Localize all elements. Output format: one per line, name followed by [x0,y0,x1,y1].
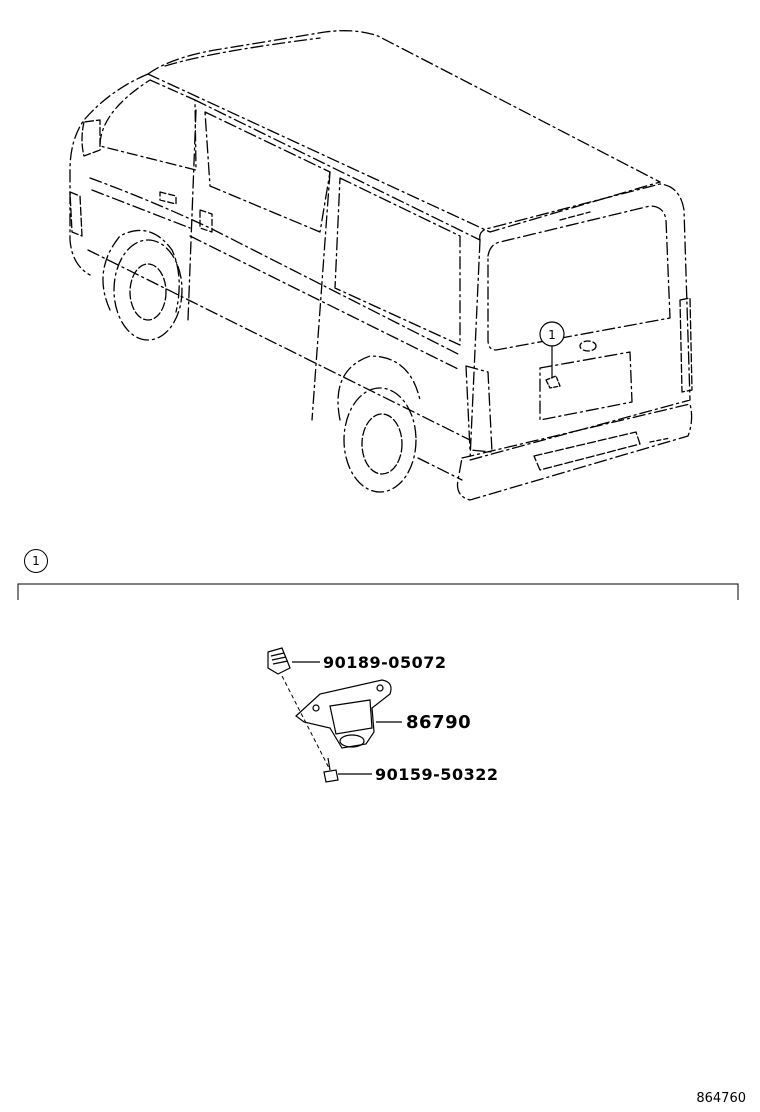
vehicle-callout-circle: 1 [539,321,565,347]
diagram-id: 864760 [696,1091,746,1106]
part-number-label: 86790 [406,712,472,733]
section-callout: 1 [24,549,48,573]
assembly-axis-line [281,675,331,771]
part-camera-86790 [295,679,402,749]
part-number-label: 90189-05072 [323,653,447,672]
part-number-label: 90159-50322 [375,765,499,784]
vehicle-callout-label: 1 [548,328,556,342]
van-illustration [69,30,693,501]
section-bracket [17,583,739,600]
part-screw-90159-50322 [323,757,372,783]
part-nut-90189-05072 [267,647,320,675]
